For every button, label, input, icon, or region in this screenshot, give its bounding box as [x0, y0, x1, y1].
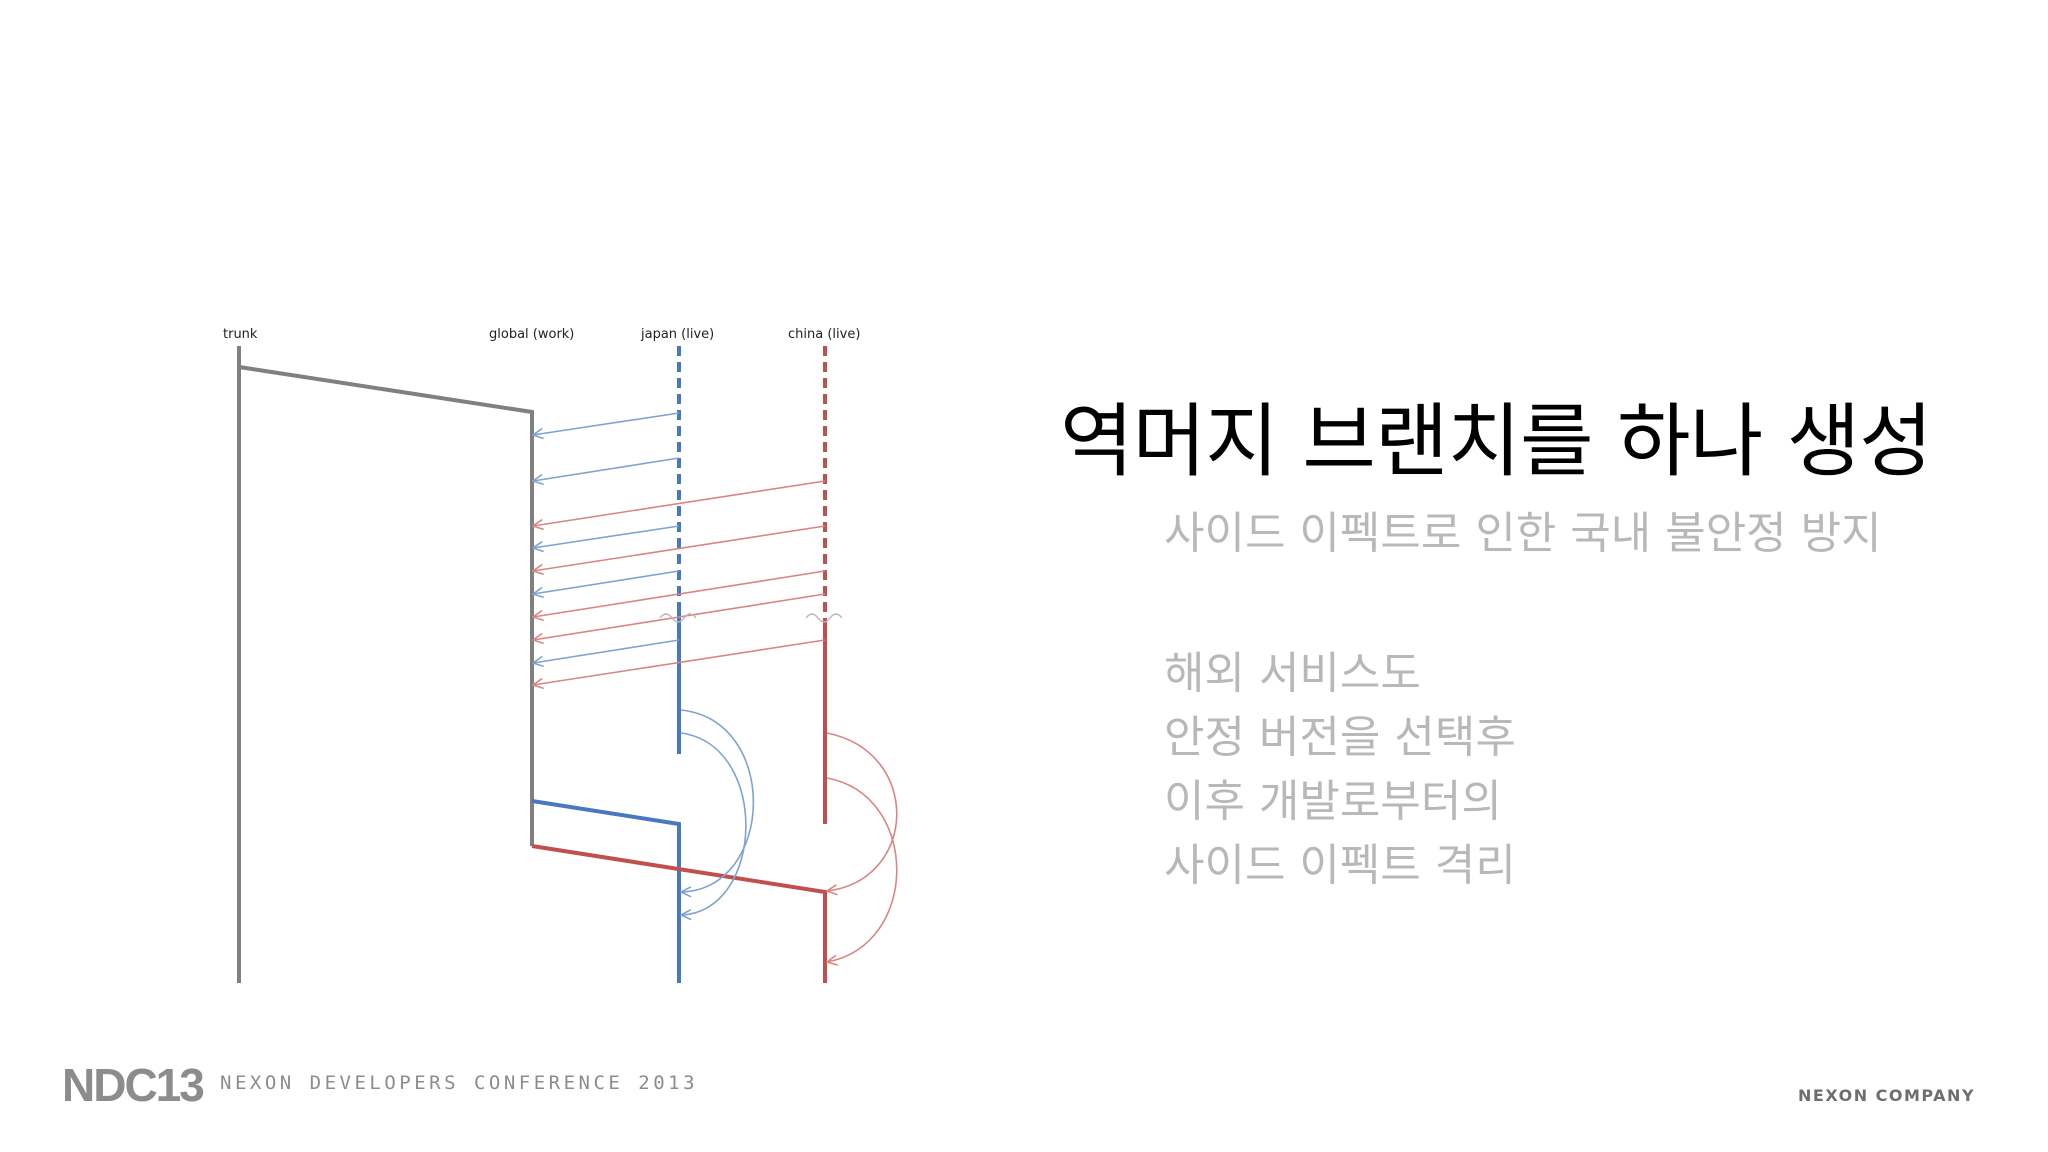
break-mark-japan	[659, 613, 697, 623]
company-logo: NEXON COMPANY	[1798, 1086, 1976, 1105]
slide-subtitle: 사이드 이펙트로 인한 국내 불안정 방지	[1164, 508, 1882, 559]
conference-name: NEXON DEVELOPERS CONFERENCE 2013	[220, 1072, 699, 1094]
carry-over-arrows-japan	[681, 709, 755, 915]
merge-arrows-japan	[533, 412, 680, 663]
ndc-logo: NDC13	[62, 1059, 205, 1111]
slide-title: 역머지 브랜치를 하나 생성	[1060, 395, 1933, 488]
merge-arrows-china	[533, 480, 826, 685]
branch-label-trunk: trunk	[223, 327, 258, 342]
body-line: 사이드 이펙트 격리	[1164, 840, 1516, 891]
body-line: 안정 버전을 선택후	[1164, 712, 1516, 763]
trunk-global-lines	[237, 346, 534, 983]
japan-branch	[531, 346, 681, 983]
china-branch	[531, 346, 827, 983]
china-reverse-branch-line	[531, 844, 827, 983]
branch-label-china: china (live)	[788, 327, 860, 342]
break-mark-china	[805, 613, 843, 623]
branch-label-japan: japan (live)	[640, 327, 714, 342]
branch-label-global: global (work)	[489, 327, 574, 342]
body-line: 이후 개발로부터의	[1164, 776, 1502, 827]
japan-reverse-branch-line	[531, 799, 681, 983]
carry-over-arrows-china	[827, 732, 898, 962]
body-text-list: 해외 서비스도 안정 버전을 선택후 이후 개발로부터의 사이드 이펙트 격리	[1164, 642, 1516, 898]
body-line: 해외 서비스도	[1164, 648, 1421, 699]
global-branch-line	[238, 365, 534, 846]
